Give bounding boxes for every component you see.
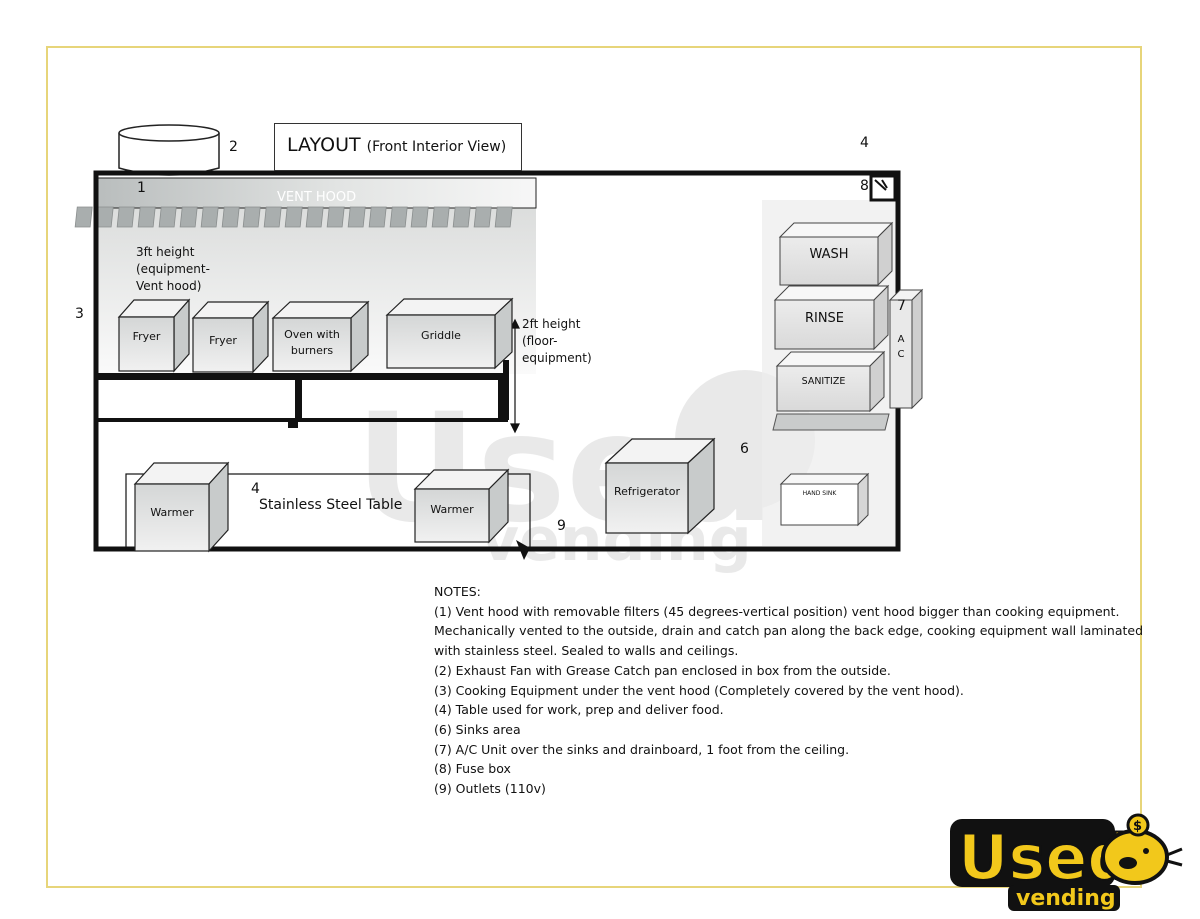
note-line: (9) Outlets (110v) xyxy=(434,781,546,797)
callout-6: 6 xyxy=(740,441,749,457)
callout-1: 1 xyxy=(137,180,146,196)
fuse-box-icon xyxy=(874,179,888,191)
warmer-1 xyxy=(133,461,230,553)
outlet-marker xyxy=(516,540,530,560)
piggy-bank-icon: $ xyxy=(1101,813,1183,885)
fryer-1 xyxy=(117,298,191,373)
layout-subtitle: (Front Interior View) xyxy=(366,139,507,155)
floor-height-note: 2ft height (floor- equipment) xyxy=(522,317,592,365)
hand-sink-label: HAND SINK xyxy=(802,490,837,497)
callout-2: 2 xyxy=(229,139,238,155)
rinse-sink xyxy=(773,284,890,351)
notes-heading: NOTES: xyxy=(434,584,481,599)
stainless-steel-table-label: Stainless Steel Table xyxy=(259,497,403,513)
warmer-1-label: Warmer xyxy=(150,506,194,519)
notes-section: NOTES: (1) Vent hood with removable filt… xyxy=(434,582,1144,799)
wash-label: WASH xyxy=(809,247,849,262)
refrigerator xyxy=(604,437,716,535)
note-line: (8) Fuse box xyxy=(434,761,511,777)
callout-9: 9 xyxy=(557,518,566,534)
rinse-label: RINSE xyxy=(804,311,845,326)
warmer-2 xyxy=(413,468,510,544)
note-line: (6) Sinks area xyxy=(434,721,521,737)
hood-height-note: 3ft height (equipment- Vent hood) xyxy=(136,245,210,293)
ac-label: A C xyxy=(897,334,905,360)
callout-4-table: 4 xyxy=(251,481,260,497)
vent-hood-label: VENT HOOD xyxy=(277,190,356,205)
svg-text:$: $ xyxy=(1133,819,1142,834)
hand-sink xyxy=(779,472,870,527)
callout-8: 8 xyxy=(860,178,869,194)
note-line: Mechanically vented to the outside, drai… xyxy=(434,623,1144,639)
callout-4-top: 4 xyxy=(860,135,869,151)
note-line: (3) Cooking Equipment under the vent hoo… xyxy=(434,682,964,698)
note-line: (1) Vent hood with removable filters (45… xyxy=(434,603,1120,619)
fryer-2 xyxy=(191,300,270,374)
fryer-1-label: Fryer xyxy=(132,330,161,343)
note-line: (7) A/C Unit over the sinks and drainboa… xyxy=(434,741,850,757)
used-vending-logo: Used vending $ xyxy=(950,813,1183,911)
callout-7: 7 xyxy=(897,298,906,314)
layout-title-box: LAYOUT (Front Interior View) xyxy=(274,123,522,171)
height-arrow xyxy=(510,318,520,434)
oven-with-burners xyxy=(271,300,370,373)
ac-unit xyxy=(888,288,924,410)
sanitize-label: SANITIZE xyxy=(801,376,846,387)
cooking-counter xyxy=(98,360,509,428)
callout-3: 3 xyxy=(75,306,84,322)
hood-filters xyxy=(74,206,513,228)
page-frame xyxy=(46,46,1142,888)
drainboard xyxy=(772,413,890,431)
layout-title: LAYOUT xyxy=(287,134,361,156)
fryer-2-label: Fryer xyxy=(209,334,237,347)
sanitize-sink xyxy=(775,350,886,413)
wash-sink xyxy=(778,221,894,287)
griddle xyxy=(385,297,514,370)
refrigerator-label: Refrigerator xyxy=(614,485,680,498)
note-line: with stainless steel. Sealed to walls an… xyxy=(434,643,739,659)
stainless-steel-table xyxy=(125,473,531,551)
griddle-label: Griddle xyxy=(421,329,461,342)
fuse-box xyxy=(869,174,897,202)
exhaust-fan xyxy=(118,124,220,176)
note-line: (4) Table used for work, prep and delive… xyxy=(434,702,724,718)
note-line: (2) Exhaust Fan with Grease Catch pan en… xyxy=(434,662,891,678)
watermark-logo: Used vending xyxy=(355,370,815,575)
warmer-2-label: Warmer xyxy=(430,503,474,516)
logo-sub: vending xyxy=(1016,886,1116,911)
oven-label: Oven with burners xyxy=(284,328,340,357)
